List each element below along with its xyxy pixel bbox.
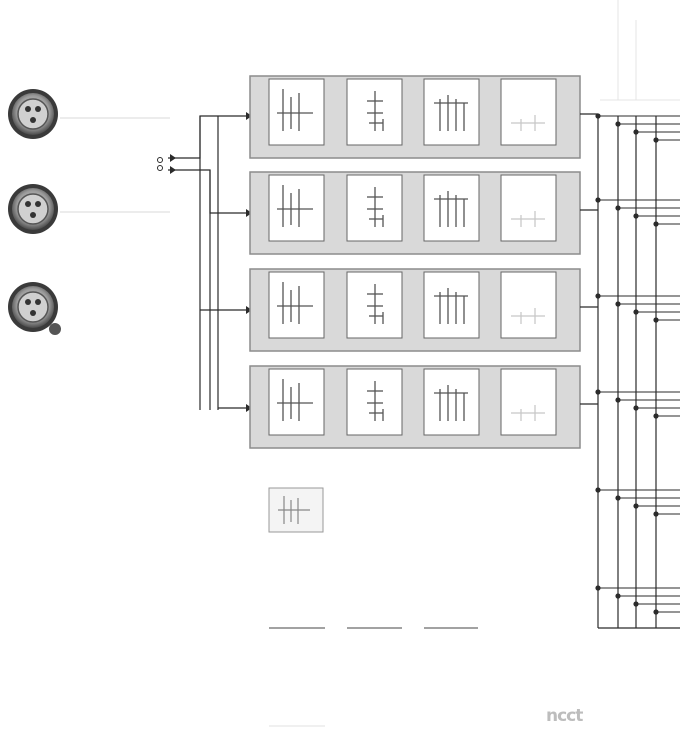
- processing-module: [346, 174, 403, 242]
- bus-junction: [633, 309, 639, 315]
- bus-junction: [615, 205, 621, 211]
- processing-module: [423, 78, 480, 146]
- bus-junction: [653, 413, 659, 419]
- bottom-rules: [269, 627, 478, 727]
- bus-junction: [633, 405, 639, 411]
- processing-module: [423, 271, 480, 339]
- processing-module: [268, 368, 325, 436]
- bus-junction: [615, 593, 621, 599]
- channel-strip: [249, 75, 598, 159]
- standalone-module: [268, 487, 324, 533]
- bus-junction: [615, 397, 621, 403]
- bus-junction: [633, 503, 639, 509]
- output-bus: [595, 113, 680, 629]
- processing-module: [268, 174, 325, 242]
- bus-junction: [595, 197, 601, 203]
- processing-module: [500, 368, 557, 436]
- bus-junction: [595, 293, 601, 299]
- channel-strip: [249, 268, 598, 352]
- processing-module: [423, 174, 480, 242]
- bus-junction: [615, 495, 621, 501]
- xlr-connector-icon: [8, 184, 58, 234]
- processing-module: [268, 271, 325, 339]
- bus-junction: [615, 301, 621, 307]
- bus-junction: [653, 511, 659, 517]
- bus-junction: [633, 601, 639, 607]
- bus-junction: [653, 609, 659, 615]
- channel-strip: [249, 171, 598, 255]
- input-leads: [60, 117, 170, 213]
- processing-module: [500, 174, 557, 242]
- bus-junction: [633, 213, 639, 219]
- bus-junction: [595, 113, 601, 119]
- channel-strip: [249, 365, 598, 449]
- bus-junction: [653, 221, 659, 227]
- bus-junction: [595, 585, 601, 591]
- processing-module: [423, 368, 480, 436]
- bus-junction: [595, 487, 601, 493]
- xlr-connector-icon: [8, 282, 61, 335]
- bus-junction: [595, 389, 601, 395]
- bus-junction: [653, 137, 659, 143]
- faint-frame: [600, 0, 680, 101]
- processing-module: [346, 78, 403, 146]
- xlr-connector-icon: [8, 89, 58, 139]
- bus-junction: [615, 121, 621, 127]
- bus-junction: [653, 317, 659, 323]
- bus-junction: [633, 129, 639, 135]
- processing-module: [346, 368, 403, 436]
- processing-module: [268, 78, 325, 146]
- channel-strips: [249, 75, 598, 449]
- input-wiring: [168, 115, 246, 410]
- processing-module: [500, 78, 557, 146]
- processing-module: [500, 271, 557, 339]
- wire-arrowheads: [157, 112, 252, 412]
- watermark-logo: ncct: [546, 706, 583, 726]
- processing-module: [346, 271, 403, 339]
